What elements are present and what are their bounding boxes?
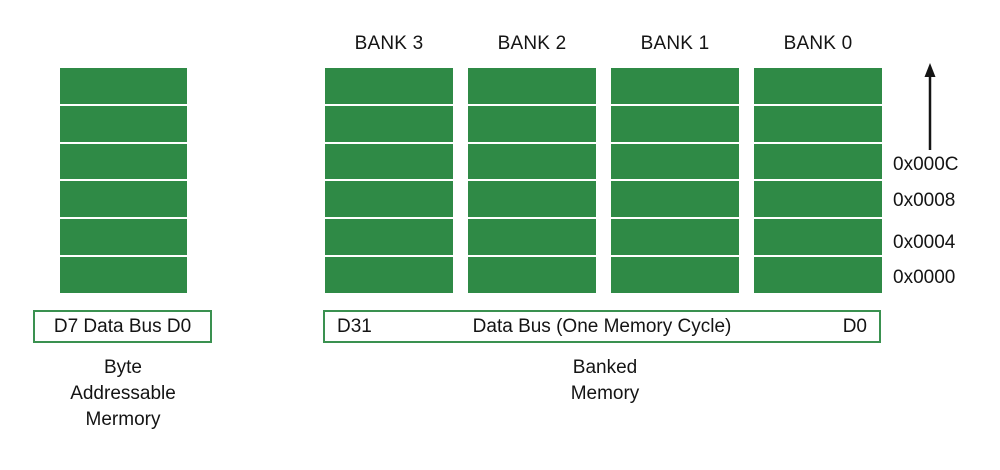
memory-cell	[754, 143, 882, 180]
byte-memory-caption-line-1: Byte	[103, 357, 143, 378]
memory-cell	[60, 143, 187, 180]
memory-cell	[468, 219, 596, 256]
memory-cell	[611, 181, 739, 218]
memory-cell	[325, 143, 453, 180]
arrow-up-icon	[924, 63, 936, 150]
byte-memory-column	[60, 68, 187, 293]
address-label-0008: 0x0008	[893, 190, 956, 211]
memory-cell	[754, 105, 882, 142]
byte-memory-caption: Byte Addressable Mermory	[23, 355, 223, 433]
bank-column-bank-2	[468, 68, 596, 293]
memory-cell	[60, 257, 187, 293]
memory-cell	[325, 68, 453, 104]
bank-label-bank-0: BANK 0	[783, 33, 853, 54]
memory-cell	[754, 257, 882, 293]
bank-column-bank-0	[754, 68, 882, 293]
address-growth-arrow-icon	[910, 60, 954, 152]
memory-cell	[468, 68, 596, 104]
bank-column-bank-3	[325, 68, 453, 293]
banked-memory-caption: Banked Memory	[505, 355, 705, 407]
memory-cell	[60, 219, 187, 256]
memory-cell	[611, 105, 739, 142]
memory-cell	[754, 68, 882, 104]
byte-data-bus-box: D7 Data Bus D0	[33, 310, 212, 343]
bank-label-bank-3: BANK 3	[354, 33, 424, 54]
memory-cell	[60, 68, 187, 104]
address-label-0004: 0x0004	[893, 232, 956, 253]
memory-cell	[468, 257, 596, 293]
banked-data-bus-left-label: D31	[337, 315, 372, 337]
memory-cell	[468, 105, 596, 142]
banked-data-bus-right-label: D0	[842, 315, 867, 337]
banked-data-bus-box: D31 Data Bus (One Memory Cycle) D0	[323, 310, 881, 343]
byte-memory-caption-line-2: Addressable	[70, 383, 176, 404]
byte-data-bus-label: D7 Data Bus D0	[53, 315, 192, 337]
bank-column-bank-1	[611, 68, 739, 293]
banked-memory-caption-line-1: Banked	[572, 357, 638, 378]
memory-cell	[468, 181, 596, 218]
byte-memory-caption-line-3: Mermory	[85, 409, 161, 430]
memory-cell	[754, 219, 882, 256]
address-label-000C: 0x000C	[893, 154, 959, 175]
memory-cell	[325, 219, 453, 256]
bank-label-bank-2: BANK 2	[497, 33, 567, 54]
memory-cell	[325, 181, 453, 218]
memory-cell	[754, 181, 882, 218]
memory-cell	[325, 257, 453, 293]
memory-cell	[611, 257, 739, 293]
banked-memory-caption-line-2: Memory	[570, 383, 640, 404]
memory-cell	[60, 181, 187, 218]
memory-cell	[325, 105, 453, 142]
memory-cell	[468, 143, 596, 180]
bank-label-bank-1: BANK 1	[640, 33, 710, 54]
memory-cell	[611, 219, 739, 256]
memory-cell	[60, 105, 187, 142]
memory-cell	[611, 68, 739, 104]
address-label-0000: 0x0000	[893, 267, 956, 288]
memory-cell	[611, 143, 739, 180]
banked-data-bus-center-label: Data Bus (One Memory Cycle)	[472, 315, 732, 337]
